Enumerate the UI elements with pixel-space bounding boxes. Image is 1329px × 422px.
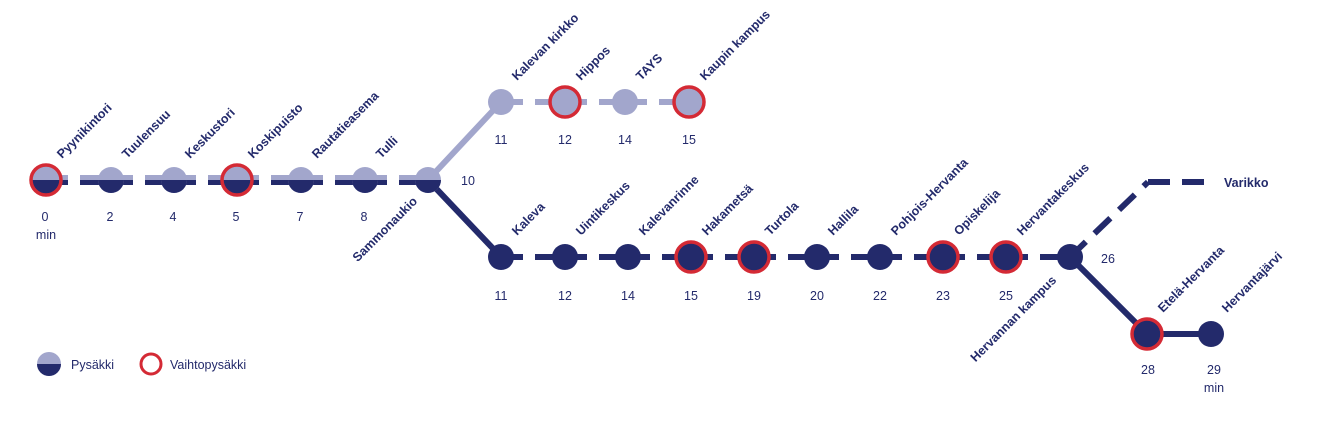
stop-tuulensuu-name: Tuulensuu (119, 107, 173, 161)
stop-koskipuisto-name: Koskipuisto (245, 100, 306, 161)
stop-hallila-time: 20 (810, 289, 824, 303)
stop-opiskelija-name: Opiskelija (951, 186, 1003, 238)
stop-kaleva-time: 11 (495, 289, 508, 303)
stop-pohjois-hervanta-time: 22 (873, 289, 887, 303)
stop-rautatieasema-time: 7 (297, 210, 304, 224)
stop-opiskelija-marker (926, 240, 960, 274)
south-diagonal (1067, 254, 1150, 337)
stop-keskustori-marker (161, 167, 187, 193)
stop-pyynikintori-marker (29, 163, 63, 197)
stop-turtola-name: Turtola (762, 198, 802, 238)
stop-hippos-name: Hippos (573, 43, 613, 83)
stop-kalevanrinne-time: 14 (621, 289, 635, 303)
stop-hervantajarvi-name: Hervantajärvi (1219, 249, 1285, 315)
stop-hervannan-kampus-marker (1057, 244, 1083, 270)
stop-pohjois-hervanta-marker (867, 244, 893, 270)
stop-hippos-time: 12 (558, 133, 572, 147)
route-stops (29, 85, 1224, 351)
stop-koskipuisto-time: 5 (233, 210, 240, 224)
stop-hakametsa-name: Hakametsä (699, 182, 756, 239)
stop-hallila-name: Hallila (825, 201, 862, 238)
legend-transfer-label: Vaihtopysäkki (170, 358, 246, 372)
stop-tuulensuu-time: 2 (107, 210, 114, 224)
stop-koskipuisto-marker (220, 163, 254, 197)
stop-hervantakeskus-name: Hervantakeskus (1014, 160, 1092, 238)
stop-sammonaukio-time: 10 (461, 174, 475, 188)
stop-kalevan-kirkko-time: 11 (495, 133, 508, 147)
stop-tays-time: 14 (618, 133, 632, 147)
lower-branch-diagonal (425, 177, 504, 260)
stop-kalevan-kirkko-name: Kalevan kirkko (509, 11, 582, 84)
stop-tays-marker (612, 89, 638, 115)
legend: Pysäkki Vaihtopysäkki (37, 352, 246, 376)
stop-keskustori-name: Keskustori (182, 106, 238, 162)
stop-kalevanrinne-name: Kalevanrinne (636, 173, 701, 238)
stop-sammonaukio-name: Sammonaukio (350, 194, 421, 265)
legend-stop-icon (37, 352, 61, 376)
stop-kalevanrinne-marker (615, 244, 641, 270)
depot-varikko-label: Varikko (1224, 176, 1269, 190)
stop-pyynikintori-time: 0 (42, 210, 49, 224)
stop-hervantakeskus-marker (989, 240, 1023, 274)
stop-turtola-time: 19 (747, 289, 761, 303)
stop-uintikeskus-marker (552, 244, 578, 270)
stop-hakametsa-time: 15 (684, 289, 698, 303)
stop-kalevan-kirkko-marker (488, 89, 514, 115)
stop-opiskelija-time: 23 (936, 289, 950, 303)
stop-etela-hervanta-name: Etelä-Hervanta (1155, 243, 1228, 316)
stop-etela-hervanta-marker (1130, 317, 1164, 351)
stop-etela-hervanta-time: 28 (1141, 363, 1155, 377)
route-labels: Pyynikintori 0 min Tuulensuu 2 Keskustori 4 Kos… (36, 7, 1285, 395)
stop-hervannan-kampus-time: 26 (1101, 252, 1115, 266)
legend-stop-label: Pysäkki (71, 358, 114, 372)
stop-uintikeskus-time: 12 (558, 289, 572, 303)
stop-kaupin-kampus-name: Kaupin kampus (697, 7, 773, 83)
stop-rautatieasema-name: Rautatieasema (309, 88, 382, 161)
stop-hippos-marker (548, 85, 582, 119)
stop-kaleva-marker (488, 244, 514, 270)
legend-transfer-icon (139, 352, 163, 376)
stop-pyynikintori-name: Pyynikintori (54, 101, 114, 161)
stop-pyynikintori-time-unit: min (36, 228, 56, 242)
stop-keskustori-time: 4 (170, 210, 177, 224)
stop-kaleva-name: Kaleva (509, 199, 548, 238)
stop-hallila-marker (804, 244, 830, 270)
stop-turtola-marker (737, 240, 771, 274)
stop-hervantajarvi-marker (1198, 321, 1224, 347)
stop-tuulensuu-marker (98, 167, 124, 193)
upper-branch-diagonal (425, 99, 504, 183)
stop-tulli-marker (352, 167, 378, 193)
stop-rautatieasema-marker (288, 167, 314, 193)
stop-kaupin-kampus-time: 15 (682, 133, 696, 147)
depot-diagonal (1067, 179, 1151, 260)
stop-tulli-name: Tulli (373, 134, 400, 161)
stop-hakametsa-marker (674, 240, 708, 274)
stop-tays-name: TAYS (633, 51, 665, 83)
stop-hervannan-kampus-name: Hervannan kampus (968, 273, 1059, 364)
stop-kaupin-kampus-marker (672, 85, 706, 119)
stop-tulli-time: 8 (361, 210, 368, 224)
stop-sammonaukio-marker (415, 167, 441, 193)
stop-hervantajarvi-time: 29 (1207, 363, 1221, 377)
stop-hervantakeskus-time: 25 (999, 289, 1013, 303)
stop-hervantajarvi-time-unit: min (1204, 381, 1224, 395)
stop-uintikeskus-name: Uintikeskus (573, 179, 633, 239)
